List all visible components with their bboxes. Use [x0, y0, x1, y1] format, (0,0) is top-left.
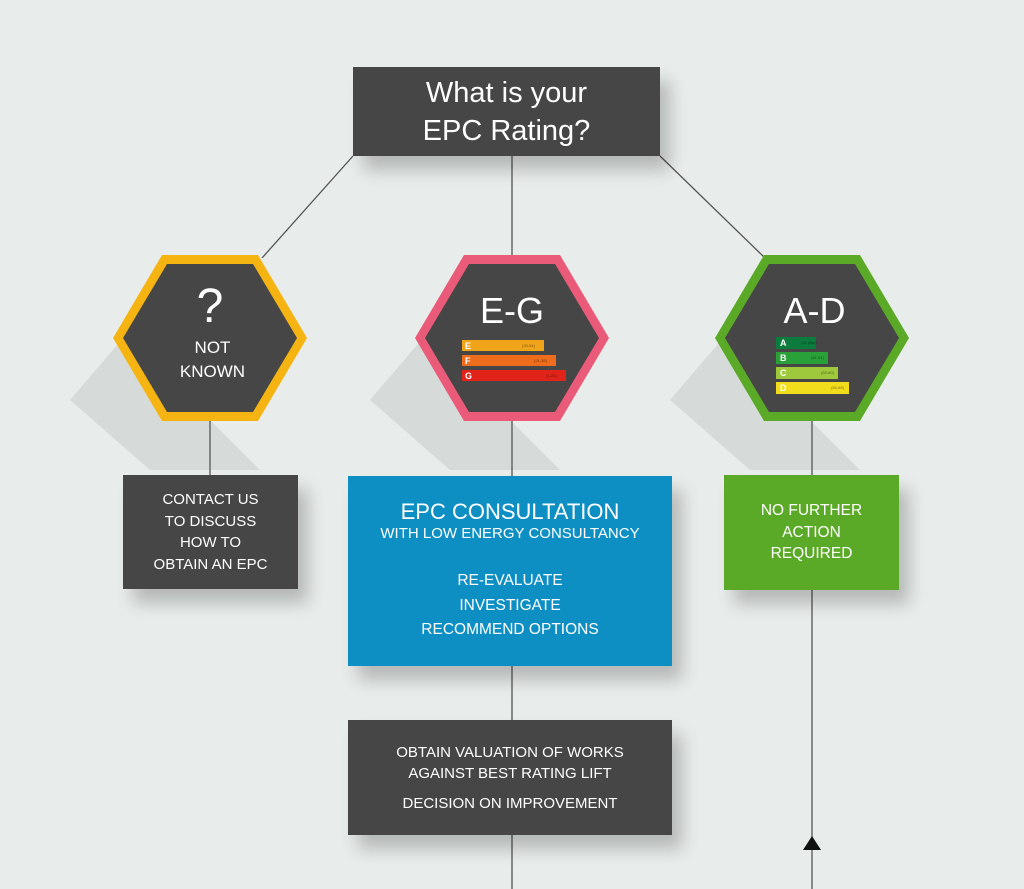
- title-box: What is your EPC Rating?: [353, 67, 660, 156]
- consultation-line-3: RECOMMEND OPTIONS: [421, 621, 599, 639]
- consultation-box: EPC CONSULTATION WITH LOW ENERGY CONSULT…: [348, 476, 672, 666]
- bar-b-letter: B: [780, 353, 787, 363]
- connector-title-to-ad: [659, 155, 766, 259]
- contact-line-3: HOW TO: [179, 534, 242, 551]
- eg-rating-bars: E (39-54) F (21-38) G (1-20): [462, 340, 566, 381]
- bar-a-small: (92 plus): [801, 340, 817, 345]
- consultation-heading: EPC CONSULTATION: [400, 499, 620, 525]
- contact-line-4: OBTAIN AN EPC: [153, 555, 268, 573]
- bar-c-small: (69-80): [821, 370, 835, 375]
- title-line-2: EPC Rating?: [422, 114, 591, 147]
- hex-unknown-line-2: KNOWN: [179, 362, 246, 381]
- bar-a: [776, 337, 816, 349]
- bar-b-small: (81-91): [811, 355, 825, 360]
- connector-title-to-unknown: [261, 155, 354, 259]
- bar-g: [462, 370, 566, 381]
- title-line-1: What is your: [425, 76, 588, 109]
- arrow-head-icon: [803, 836, 821, 850]
- no-action-line-3: REQUIRED: [770, 545, 853, 563]
- hex-ad-label: A-D: [783, 290, 846, 331]
- works-box: OBTAIN VALUATION OF WORKS AGAINST BEST R…: [348, 720, 672, 835]
- bar-d-small: (55-68): [831, 385, 845, 390]
- bar-d-letter: D: [780, 383, 787, 393]
- bar-b: [776, 352, 828, 364]
- bar-f-letter: F: [465, 356, 471, 366]
- hex-ad: A (92 plus) B (81-91) C (69-80) D (55-68…: [715, 255, 909, 421]
- no-action-line-2: ACTION: [782, 523, 841, 541]
- hex-unknown-label: NOT KNOWN: [150, 336, 275, 384]
- bar-g-letter: G: [465, 371, 472, 381]
- bar-a-letter: A: [780, 338, 787, 348]
- hex-unknown-line-1: NOT: [194, 338, 231, 357]
- hex-unknown-symbol: ?: [196, 280, 224, 333]
- no-action-line-1: NO FURTHER: [760, 502, 863, 520]
- bar-e-small: (39-54): [522, 343, 536, 348]
- consultation-line-2: INVESTIGATE: [459, 596, 561, 614]
- consultation-line-1: RE-EVALUATE: [457, 572, 563, 590]
- bar-d: [776, 382, 849, 394]
- consultation-subheading: WITH LOW ENERGY CONSULTANCY: [380, 525, 640, 543]
- bar-e: [462, 340, 544, 351]
- works-line-1: OBTAIN VALUATION OF WORKS: [396, 743, 624, 761]
- bar-c-letter: C: [780, 368, 787, 378]
- no-action-box: NO FURTHER ACTION REQUIRED: [724, 475, 899, 590]
- contact-line-2: TO DISCUSS: [164, 512, 257, 530]
- hex-unknown: [113, 255, 307, 421]
- works-line-2: AGAINST BEST RATING LIFT: [408, 764, 612, 782]
- hex-eg: E (39-54) F (21-38) G (1-20): [415, 255, 609, 421]
- bar-f-small: (21-38): [534, 358, 548, 363]
- contact-box: CONTACT US TO DISCUSS HOW TO OBTAIN AN E…: [123, 475, 298, 589]
- bar-c: [776, 367, 838, 379]
- works-line-3: DECISION ON IMPROVEMENT: [402, 794, 618, 812]
- hex-eg-label: E-G: [479, 290, 544, 331]
- ad-rating-bars: A (92 plus) B (81-91) C (69-80) D (55-68…: [776, 337, 849, 394]
- bar-e-letter: E: [465, 341, 471, 351]
- bar-g-small: (1-20): [546, 373, 557, 378]
- contact-line-1: CONTACT US: [162, 491, 259, 508]
- bar-f: [462, 355, 556, 366]
